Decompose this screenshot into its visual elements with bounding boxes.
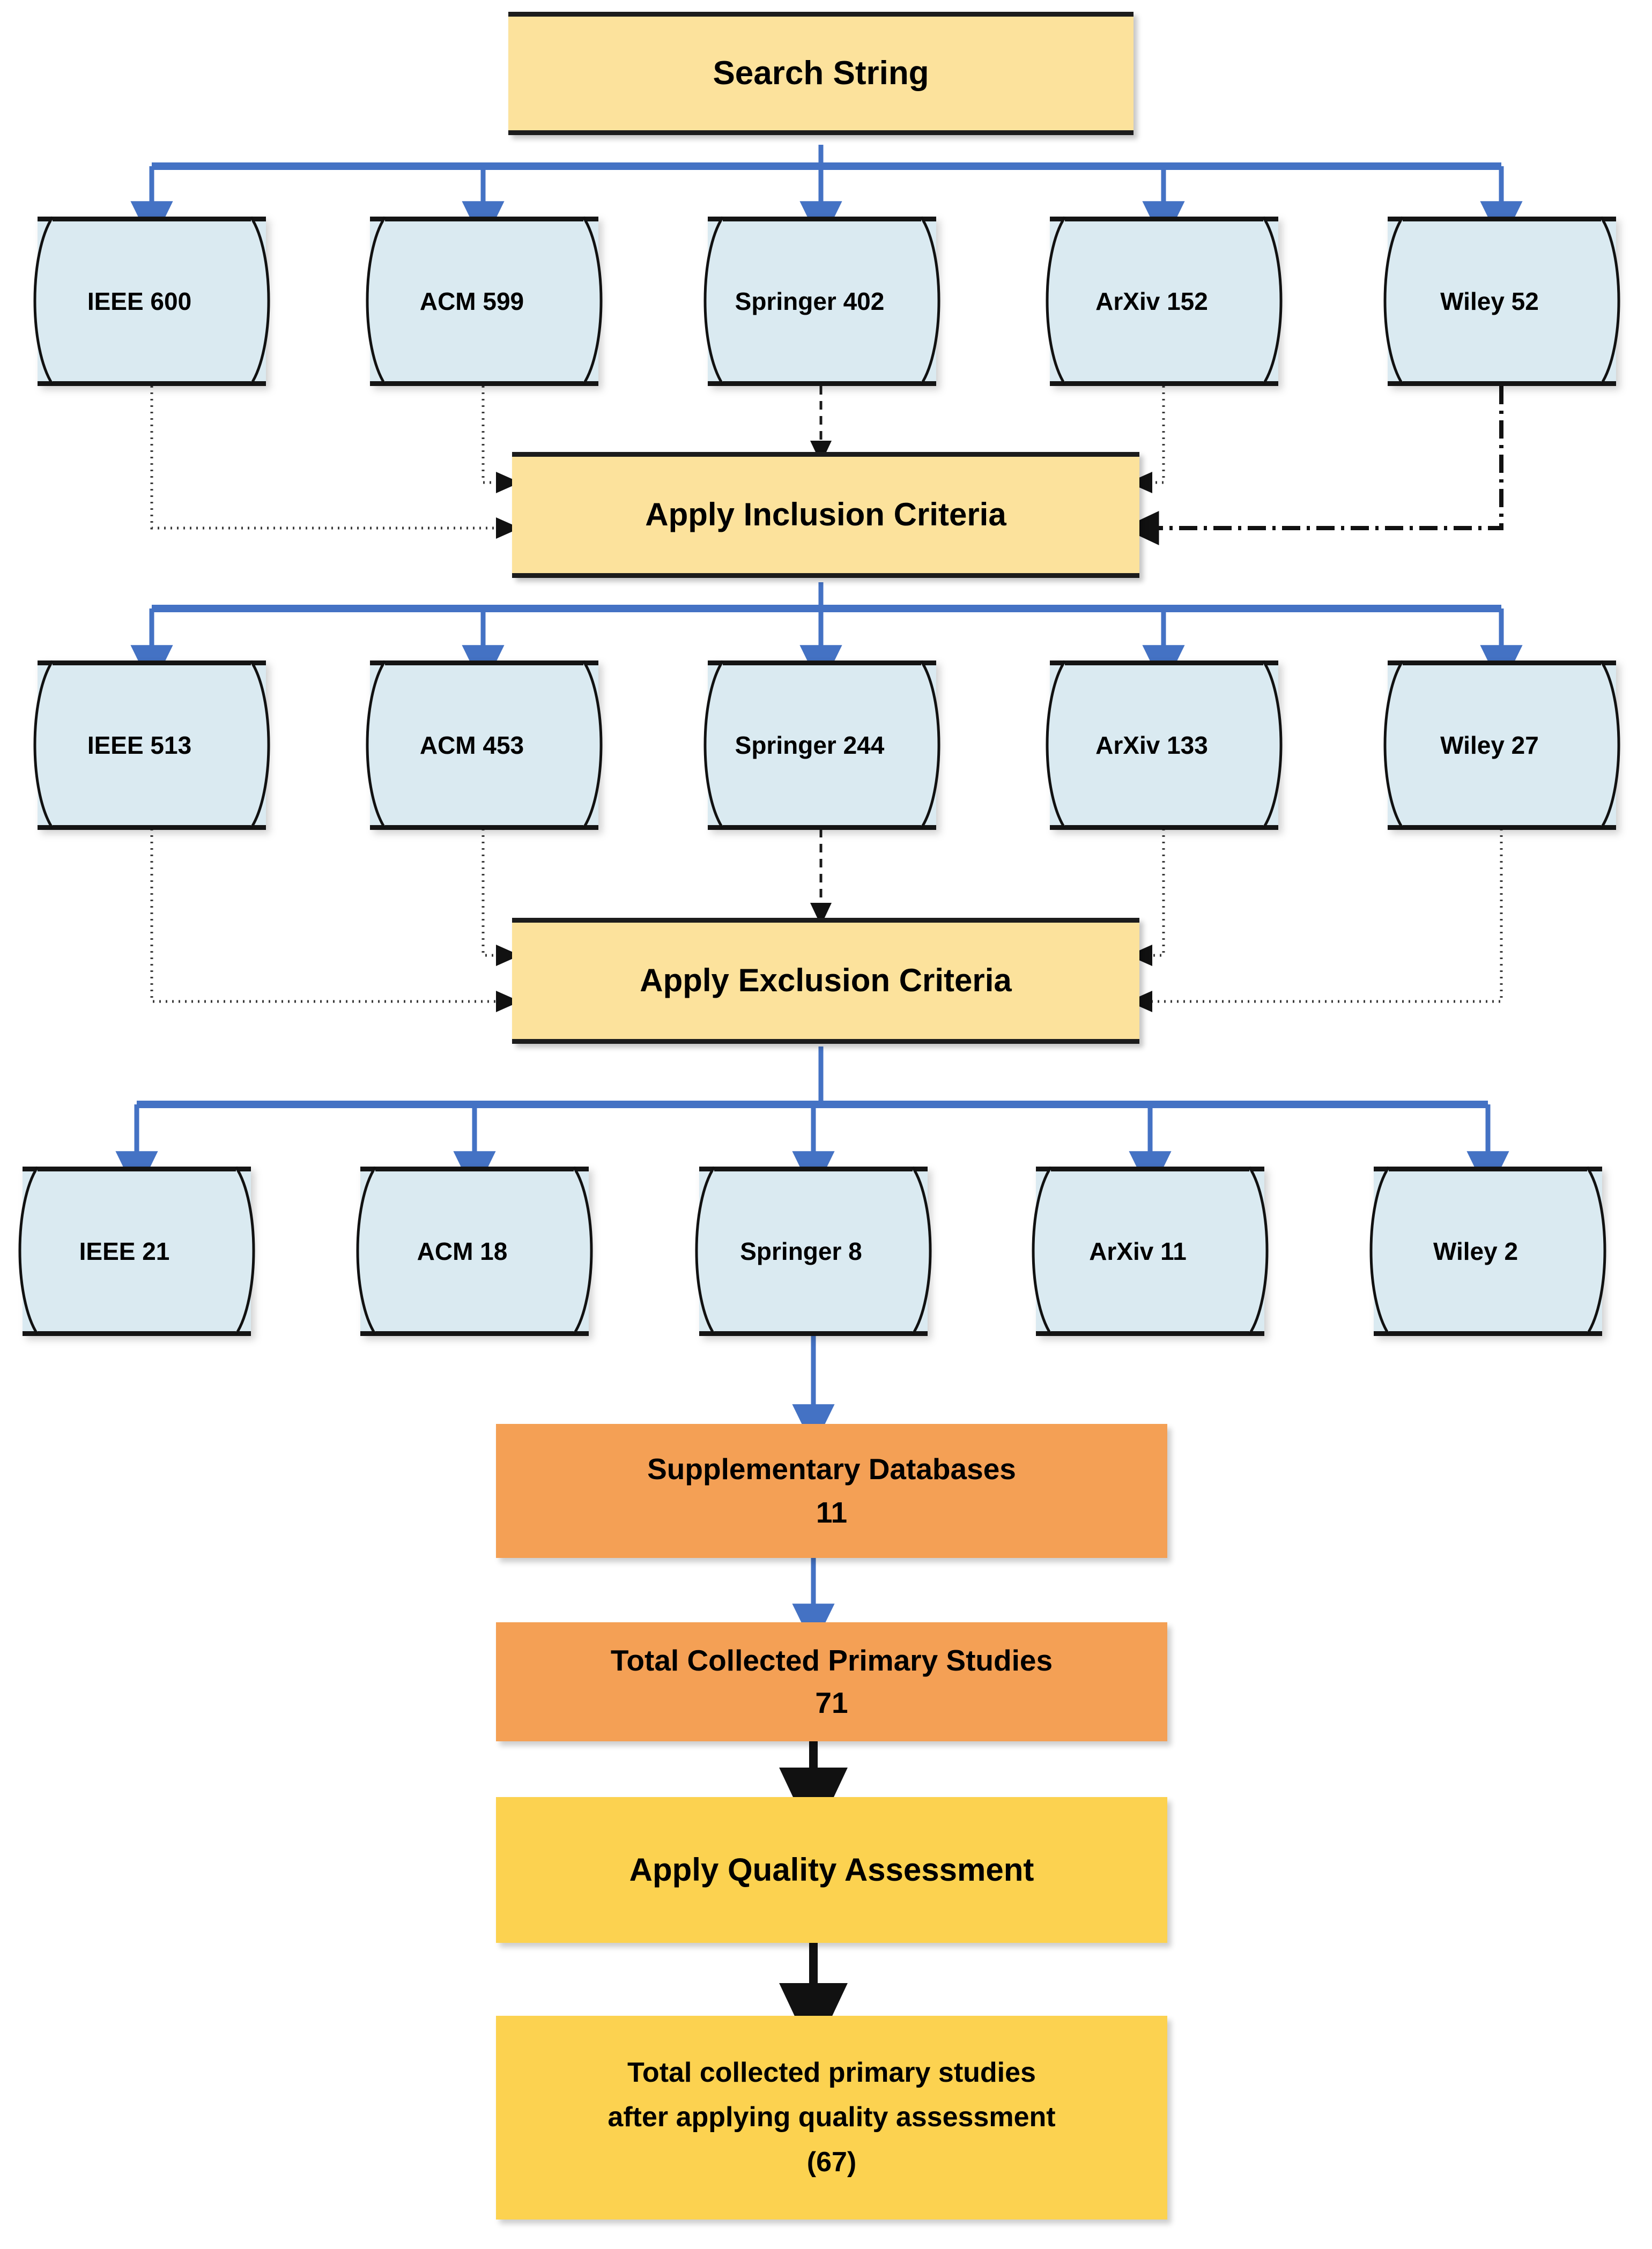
final-result-line2: after applying quality assessment — [608, 2102, 1056, 2133]
cylinder-right-arc — [1262, 216, 1293, 387]
cylinder-right-arc — [1599, 216, 1631, 387]
cylinder-right-arc — [1586, 1166, 1617, 1337]
cylinder-body — [1036, 1167, 1264, 1336]
cylinder-body — [360, 1167, 589, 1336]
cylinder-left-arc — [345, 1166, 377, 1337]
db-label: Springer 402 — [735, 287, 885, 315]
apply-quality-assessment-box[interactable]: Apply Quality Assessment — [496, 1797, 1167, 1943]
cylinder-left-arc — [8, 1166, 39, 1337]
db-label: Wiley 52 — [1440, 287, 1539, 315]
db-cylinder-ieee-513[interactable]: IEEE 513 — [33, 660, 270, 830]
cylinder-left-arc — [1035, 660, 1066, 830]
cylinder-left-arc — [23, 660, 54, 830]
supplementary-databases-count: 11 — [816, 1496, 848, 1529]
cylinder-body — [370, 660, 598, 830]
db-label: ACM 599 — [419, 287, 524, 315]
total-collected-primary-studies-count: 71 — [815, 1686, 848, 1719]
db-cylinder-arxiv-133[interactable]: ArXiv 133 — [1046, 660, 1283, 830]
db-cylinder-springer-402[interactable]: Springer 402 — [703, 216, 940, 386]
cylinder-right-arc — [249, 216, 281, 387]
db-cylinder-wiley-52[interactable]: Wiley 52 — [1383, 216, 1620, 386]
db-label: ACM 453 — [419, 731, 524, 759]
cylinder-body — [1050, 217, 1278, 386]
connector-inclusion-to-stage2 — [130, 582, 1523, 689]
cylinder-right-arc — [1248, 1166, 1279, 1337]
db-label: ArXiv 133 — [1095, 731, 1208, 759]
db-cylinder-acm-599[interactable]: ACM 599 — [366, 216, 603, 386]
connector-root-to-stage1 — [130, 145, 1523, 245]
connector-exclusion-to-stage3 — [115, 1046, 1509, 1195]
cylinder-right-arc — [920, 660, 951, 830]
cylinder-body — [708, 217, 936, 386]
cylinder-right-arc — [572, 1166, 604, 1337]
db-cylinder-wiley-27[interactable]: Wiley 27 — [1383, 660, 1620, 830]
db-cylinder-wiley-2[interactable]: Wiley 2 — [1369, 1166, 1606, 1336]
cylinder-left-arc — [23, 216, 54, 387]
db-label: Springer 8 — [740, 1237, 862, 1265]
db-label: ArXiv 152 — [1095, 287, 1208, 315]
apply-inclusion-criteria-label: Apply Inclusion Criteria — [645, 496, 1006, 533]
db-cylinder-acm-18[interactable]: ACM 18 — [356, 1166, 593, 1336]
db-label: ACM 18 — [417, 1237, 508, 1265]
apply-inclusion-criteria-box[interactable]: Apply Inclusion Criteria — [512, 452, 1139, 578]
apply-exclusion-criteria-box[interactable]: Apply Exclusion Criteria — [512, 918, 1139, 1044]
db-cylinder-arxiv-152[interactable]: ArXiv 152 — [1046, 216, 1283, 386]
cylinder-body — [38, 217, 266, 386]
db-label: Wiley 27 — [1440, 731, 1539, 759]
cylinder-left-arc — [693, 660, 724, 830]
final-result-count: (67) — [806, 2146, 857, 2178]
final-result-line1: Total collected primary studies — [627, 2057, 1036, 2088]
search-string-label: Search String — [713, 55, 929, 92]
db-cylinder-ieee-21[interactable]: IEEE 21 — [18, 1166, 255, 1336]
db-label: ArXiv 11 — [1089, 1237, 1187, 1265]
db-label: IEEE 600 — [87, 287, 192, 315]
cylinder-left-arc — [1035, 216, 1066, 387]
db-label: IEEE 21 — [79, 1237, 170, 1265]
cylinder-right-arc — [582, 660, 613, 830]
cylinder-left-arc — [1359, 1166, 1390, 1337]
supplementary-databases-label: Supplementary Databases — [647, 1452, 1016, 1486]
total-collected-primary-studies-box[interactable]: Total Collected Primary Studies 71 — [496, 1622, 1167, 1741]
total-collected-primary-studies-label: Total Collected Primary Studies — [610, 1644, 1053, 1678]
db-cylinder-arxiv-11[interactable]: ArXiv 11 — [1032, 1166, 1269, 1336]
cylinder-left-arc — [355, 216, 387, 387]
cylinder-right-arc — [911, 1166, 943, 1337]
cylinder-left-arc — [693, 216, 724, 387]
cylinder-right-arc — [249, 660, 281, 830]
db-label: IEEE 513 — [87, 731, 192, 759]
cylinder-left-arc — [1373, 660, 1404, 830]
supplementary-databases-box[interactable]: Supplementary Databases 11 — [496, 1424, 1167, 1558]
db-label: Springer 244 — [735, 731, 885, 759]
db-cylinder-springer-8[interactable]: Springer 8 — [695, 1166, 932, 1336]
db-cylinder-springer-244[interactable]: Springer 244 — [703, 660, 940, 830]
cylinder-left-arc — [355, 660, 387, 830]
apply-exclusion-criteria-label: Apply Exclusion Criteria — [640, 962, 1012, 999]
cylinder-left-arc — [1373, 216, 1404, 387]
cylinder-right-arc — [1599, 660, 1631, 830]
cylinder-right-arc — [582, 216, 613, 387]
cylinder-body — [23, 1167, 251, 1336]
search-string-box[interactable]: Search String — [508, 12, 1134, 135]
cylinder-right-arc — [1262, 660, 1293, 830]
final-result-box[interactable]: Total collected primary studies after ap… — [496, 2016, 1167, 2220]
db-cylinder-ieee-600[interactable]: IEEE 600 — [33, 216, 270, 386]
db-label: Wiley 2 — [1433, 1237, 1518, 1265]
cylinder-left-arc — [684, 1166, 716, 1337]
cylinder-body — [1388, 660, 1616, 830]
cylinder-left-arc — [1021, 1166, 1053, 1337]
cylinder-right-arc — [920, 216, 951, 387]
cylinder-right-arc — [234, 1166, 266, 1337]
apply-quality-assessment-label: Apply Quality Assessment — [629, 1851, 1034, 1888]
db-cylinder-acm-453[interactable]: ACM 453 — [366, 660, 603, 830]
